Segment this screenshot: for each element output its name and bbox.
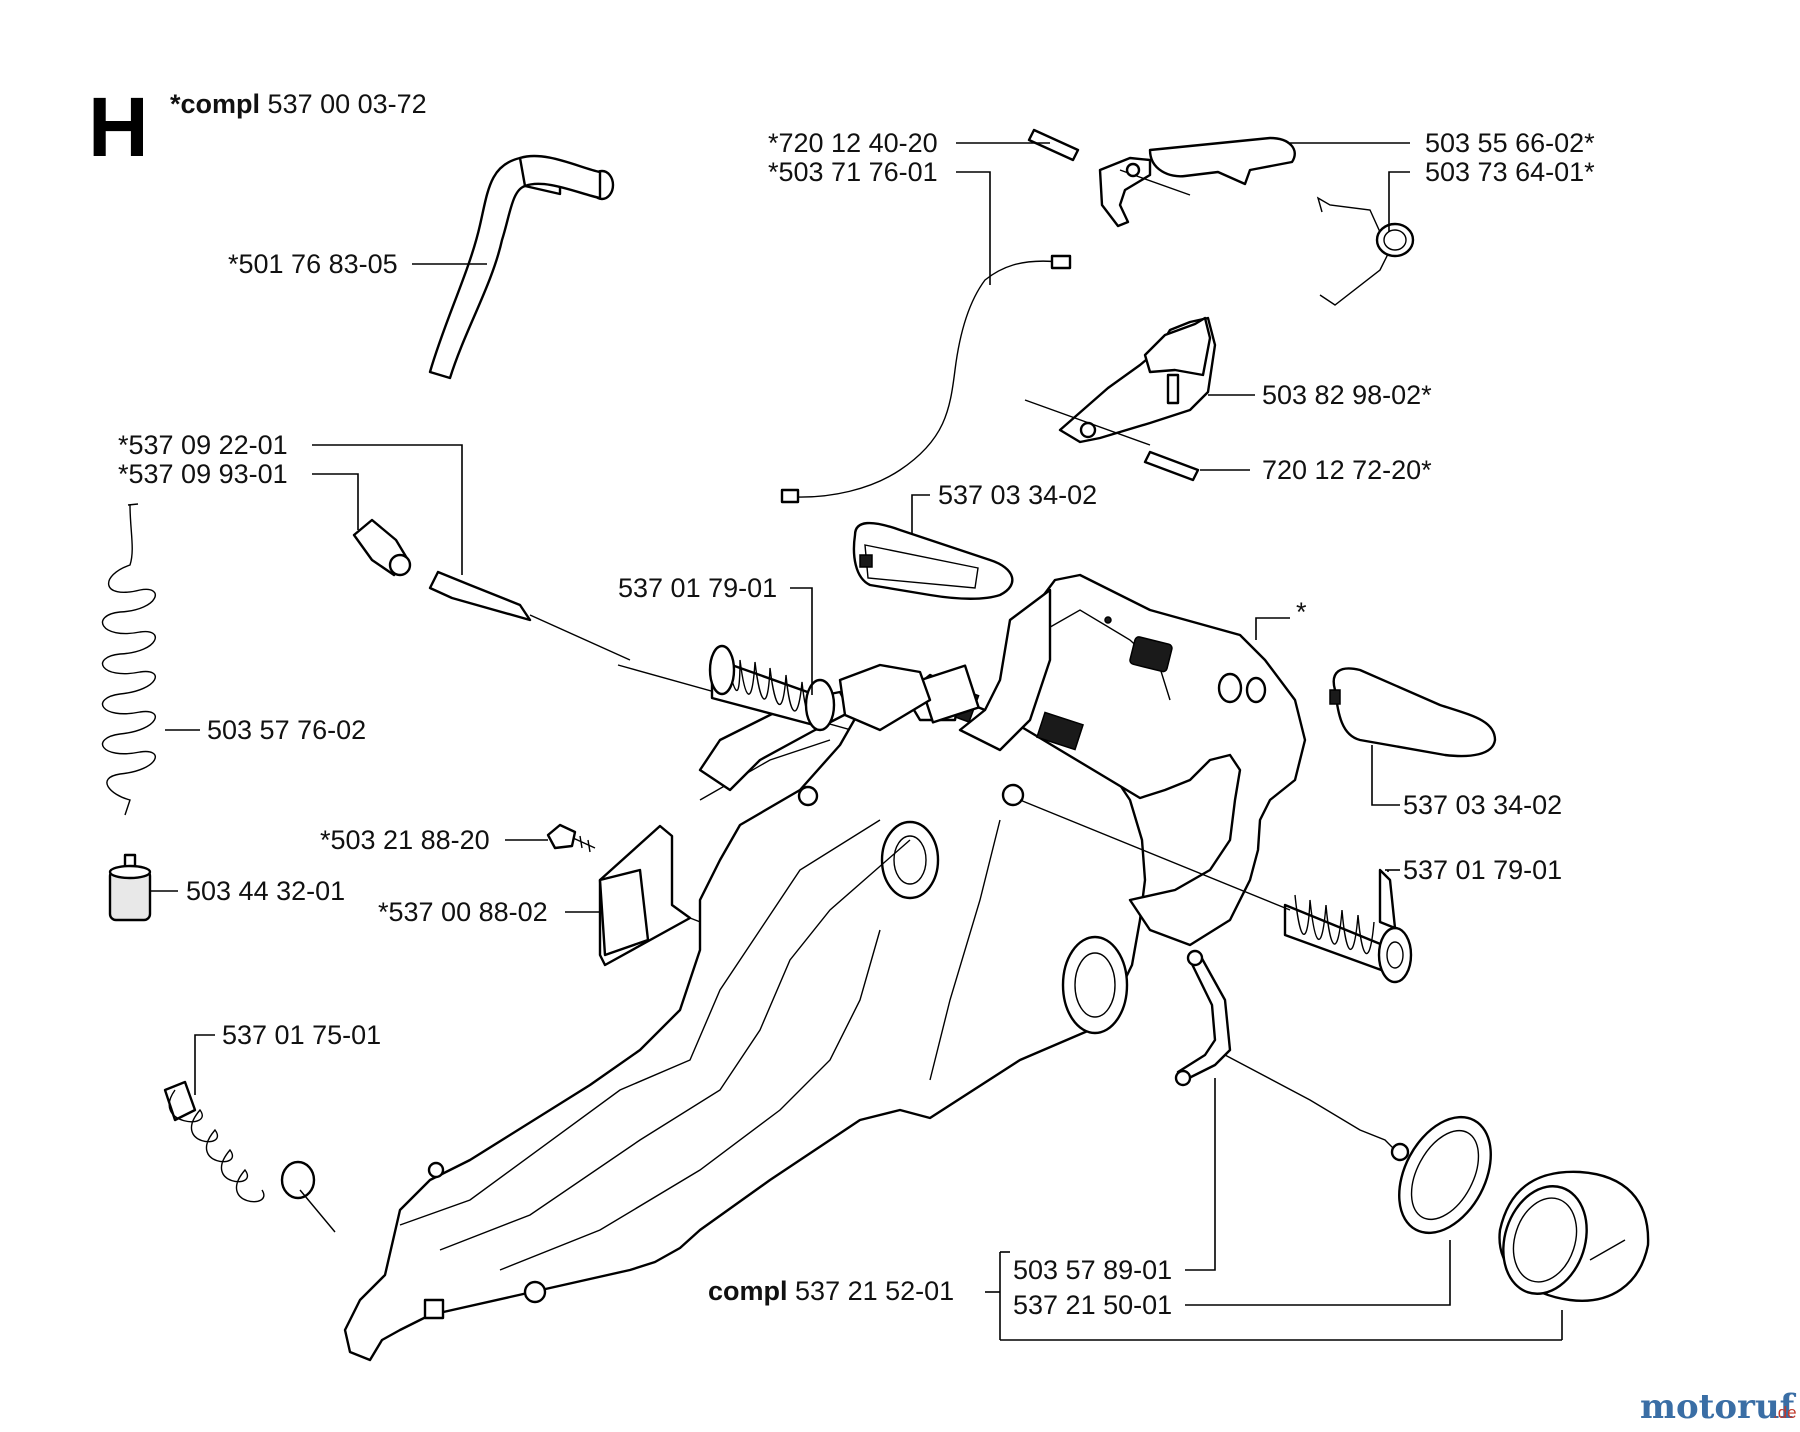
watermark-text: motoruf (1640, 1387, 1797, 1427)
label-537-01-79-01-b: 537 01 79-01 (1403, 855, 1562, 885)
label-537-01-75-01: 537 01 75-01 (222, 1020, 381, 1050)
handle-pad-right (1329, 667, 1497, 758)
header-compl: *compl 537 00 03-72 (170, 89, 427, 119)
fuel-cap-part (1498, 1170, 1650, 1302)
screw-503-21-88-20 (546, 823, 596, 853)
leader-503-73-64-01 (1388, 171, 1410, 232)
label-537-21-50-01: 537 21 50-01 (1013, 1290, 1172, 1320)
leader-537-01-75-01 (194, 1034, 215, 1095)
label-720-12-72-20: 720 12 72-20* (1262, 455, 1432, 485)
leader-537-21-50-01 (1185, 1240, 1451, 1306)
label-537-00-88-02: *537 00 88-02 (378, 897, 548, 927)
watermark-logo: motoruf .de (1640, 1387, 1797, 1427)
label-503-57-76-02: 503 57 76-02 (207, 715, 366, 745)
leader-star (1255, 617, 1290, 640)
label-501-76-83-05: *501 76 83-05 (228, 249, 398, 279)
leader-537-09-22-01 (312, 444, 463, 575)
watermark-suffix: .de (1773, 1403, 1797, 1422)
label-503-73-64-01: 503 73 64-01* (1425, 157, 1595, 187)
throttle-cable-part (780, 254, 1072, 504)
coiled-fuel-hose-part (101, 503, 156, 816)
label-537-09-22-01: *537 09 22-01 (118, 430, 288, 460)
label-503-55-66-02: 503 55 66-02* (1425, 128, 1595, 158)
bracket-537-00-88-02 (598, 824, 761, 967)
av-spring-right (1283, 868, 1413, 984)
leader-537-01-79-01-a (790, 587, 813, 695)
label-503-21-88-20: *503 21 88-20 (320, 825, 490, 855)
av-spring-rear (163, 1080, 336, 1233)
label-720-12-40-20: *720 12 40-20 (768, 128, 938, 158)
footer-compl-prefix: compl (708, 1276, 788, 1306)
cap-gasket-part (1398, 1115, 1492, 1235)
leader-537-03-34-02-b (1371, 745, 1400, 806)
oil-hose-fitting-part (352, 518, 631, 661)
label-503-57-89-01: 503 57 89-01 (1013, 1255, 1172, 1285)
header-compl-prefix: *compl (170, 89, 260, 119)
label-537-09-93-01: *537 09 93-01 (118, 459, 288, 489)
section-letter: H (88, 80, 149, 174)
fuel-tank-handle-body (343, 573, 1307, 1362)
header-compl-number: 537 00 03-72 (268, 89, 427, 119)
footer-compl-number: 537 21 52-01 (795, 1276, 954, 1306)
footer-compl: compl 537 21 52-01 (708, 1276, 954, 1306)
av-spring-top (708, 644, 836, 732)
leader-537-09-93-01 (312, 473, 359, 530)
label-503-71-76-01: *503 71 76-01 (768, 157, 938, 187)
pin-720-12-72-20 (1143, 450, 1200, 482)
leader-503-71-76-01 (956, 171, 991, 285)
label-537-01-79-01-a: 537 01 79-01 (618, 573, 777, 603)
label-537-03-34-02-a: 537 03 34-02 (938, 480, 1097, 510)
throttle-trigger-part (1098, 136, 1296, 228)
fuel-hose-part (428, 154, 615, 380)
leader-503-57-89-01 (1185, 1078, 1216, 1271)
trigger-spring-part (1316, 196, 1415, 306)
fuel-filter-part (108, 853, 152, 922)
leader-537-03-34-02-a (911, 494, 930, 535)
label-503-82-98-02: 503 82 98-02* (1262, 380, 1432, 410)
throttle-lockout-part (1058, 316, 1217, 444)
label-503-44-32-01: 503 44 32-01 (186, 876, 345, 906)
label-537-03-34-02-b: 537 03 34-02 (1403, 790, 1562, 820)
pin-720-12-40-20 (1027, 128, 1080, 162)
handle-pad-top-left (852, 521, 1014, 600)
label-star: * (1296, 597, 1307, 627)
oil-pickup-part (1174, 949, 1410, 1162)
